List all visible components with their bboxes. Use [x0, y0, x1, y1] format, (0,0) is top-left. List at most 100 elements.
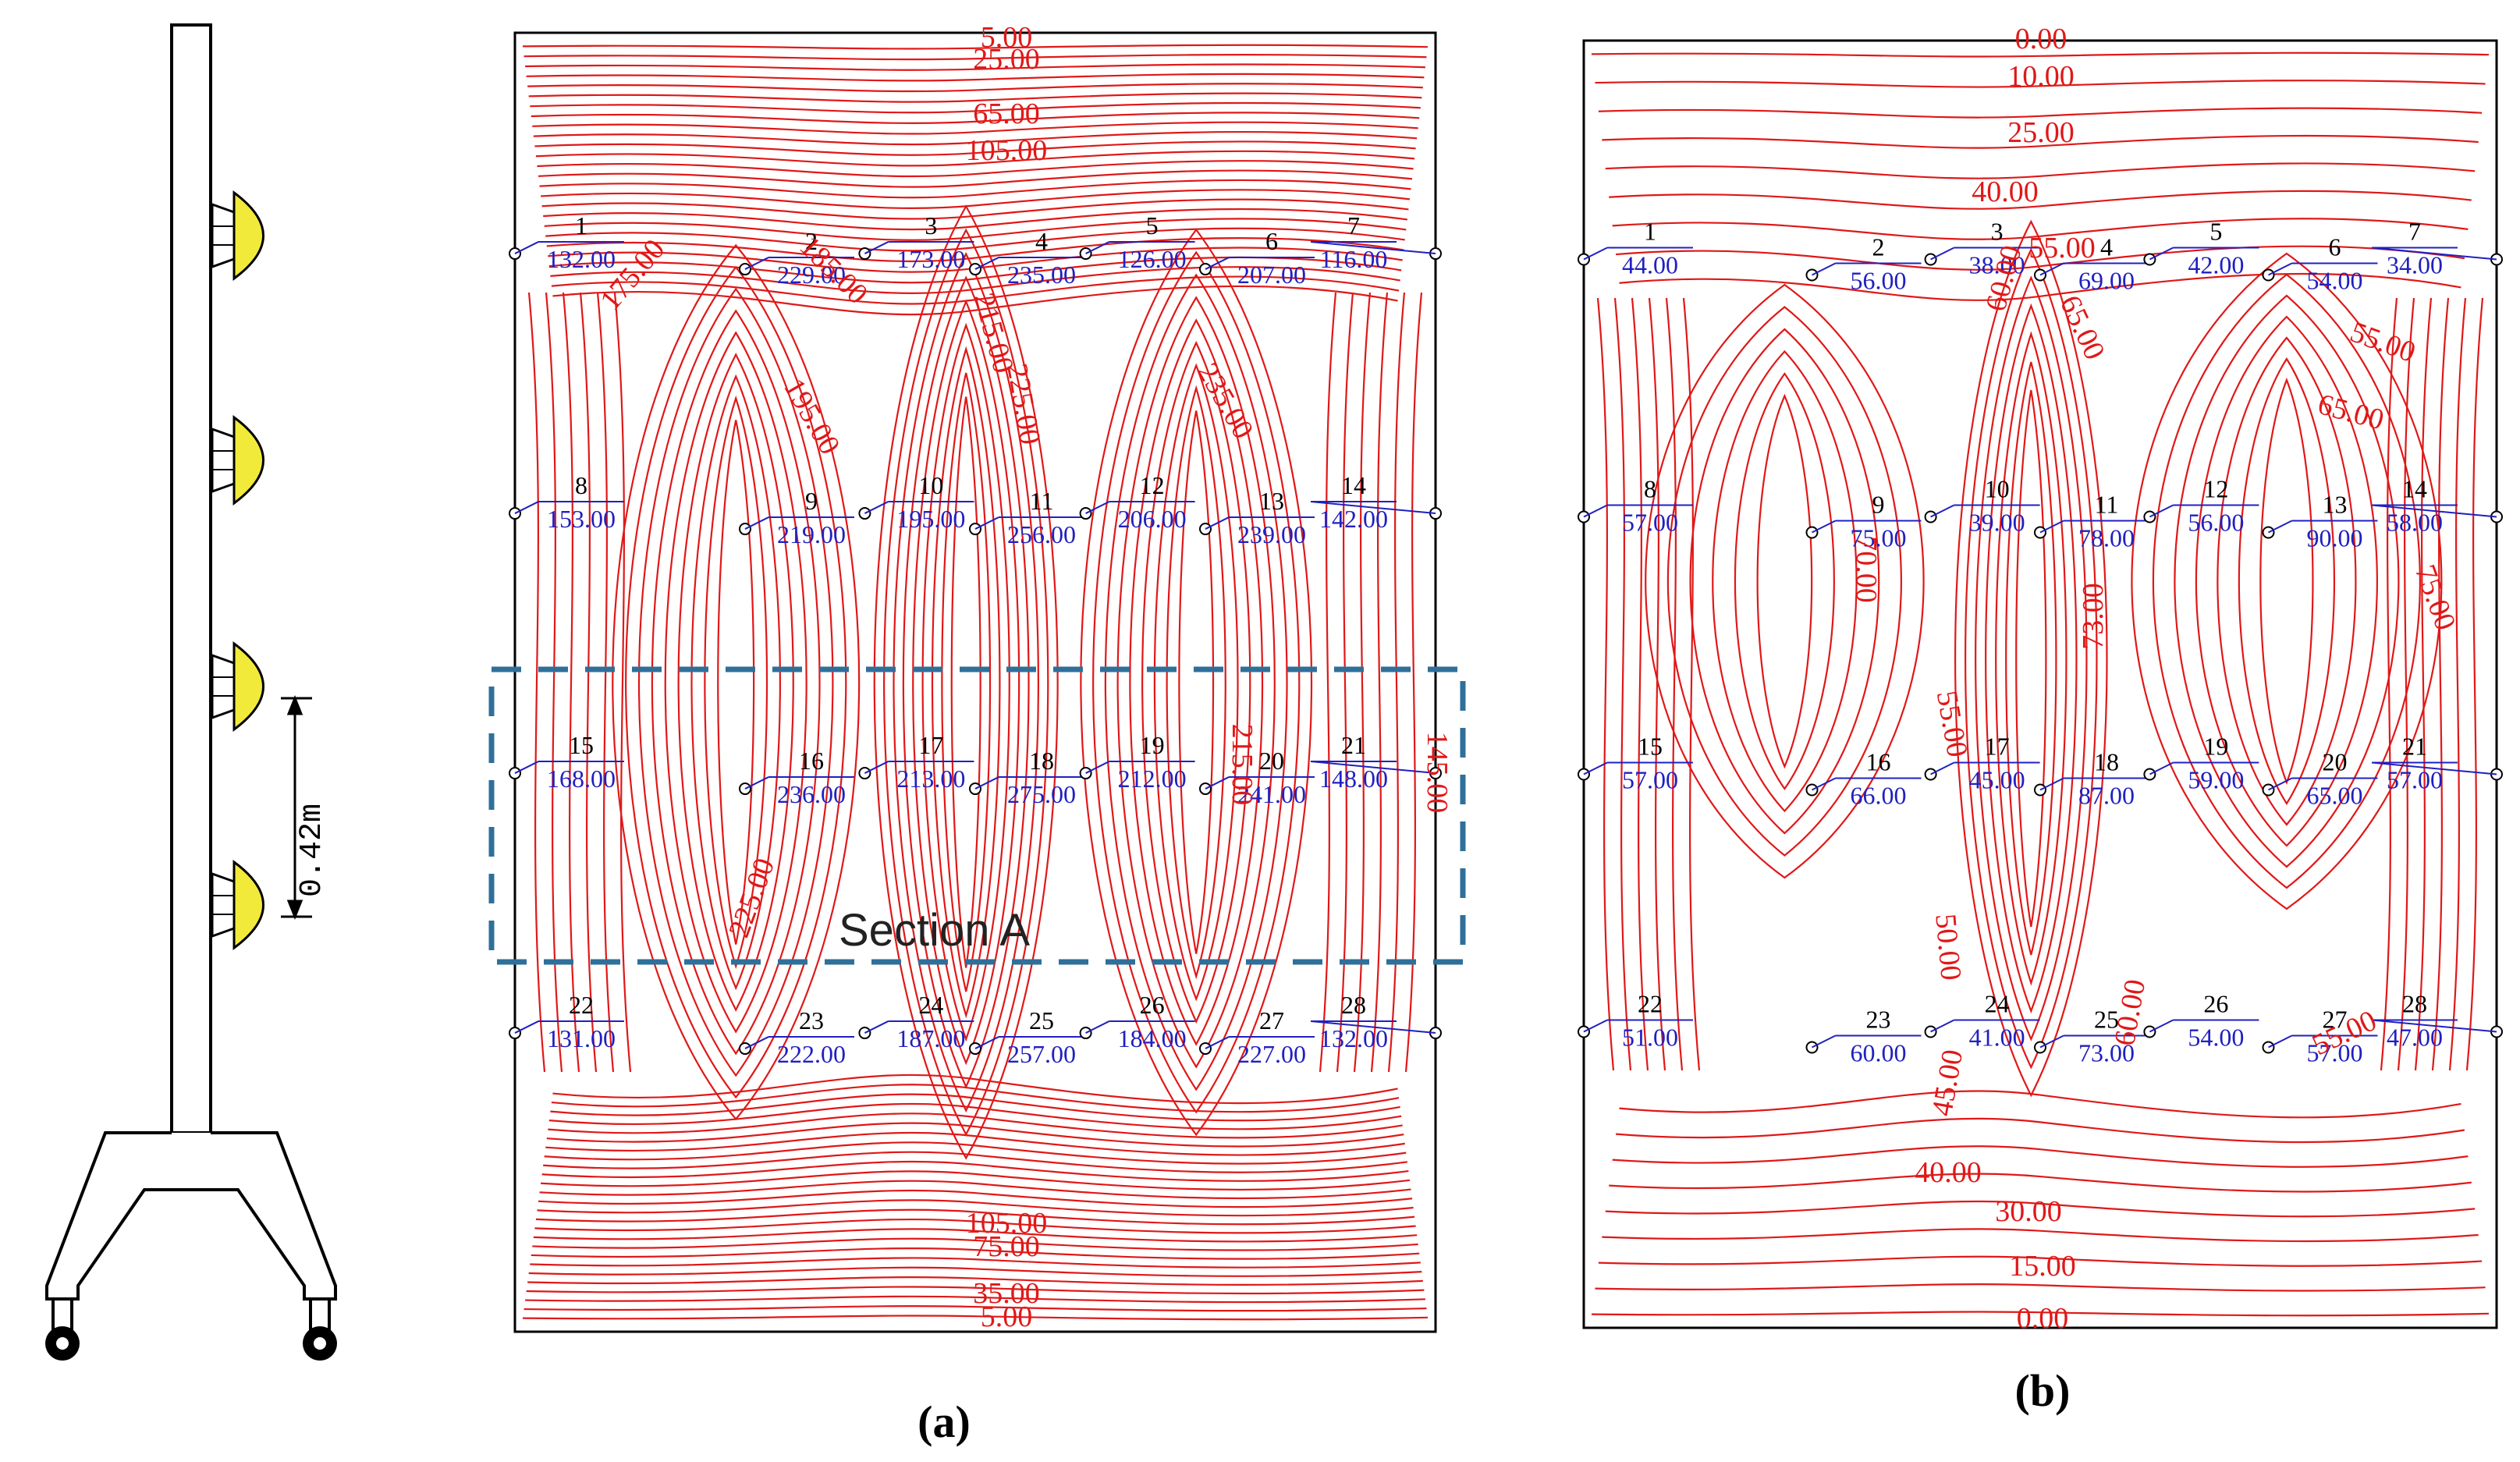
contour-line: [2238, 357, 2335, 806]
wheel-left: [45, 1297, 80, 1361]
contour-line: [2414, 297, 2433, 1071]
contour-label: 75.00: [973, 1230, 1040, 1263]
contour-line: [562, 292, 580, 1073]
contour-line: [883, 228, 1049, 1137]
lamp-1: [211, 190, 264, 281]
measurement-point-12: 12 56.00: [2143, 475, 2259, 537]
contour-label: 70.00: [1850, 536, 1883, 603]
leader-line: [864, 761, 889, 774]
leader-line: [1205, 1036, 1230, 1049]
contour-line: [532, 1237, 1418, 1251]
contour-label: 75.00: [2408, 561, 2462, 635]
lamp-spacing-dimension: [281, 694, 312, 921]
leader-line: [864, 241, 889, 254]
contour-line: [550, 1093, 1400, 1122]
point-value: 75.00: [1851, 524, 1907, 552]
point-id: 26: [1140, 991, 1165, 1019]
contour-line: [2195, 315, 2378, 847]
contour-line: [717, 420, 755, 945]
lamp-2: [211, 415, 264, 506]
contour-line: [873, 204, 1059, 1160]
point-id: 12: [2203, 475, 2228, 503]
leader-line: [1310, 241, 1436, 255]
point-id: 11: [1030, 487, 1054, 515]
point-value: 56.00: [2188, 509, 2244, 537]
contour-line: [527, 83, 1423, 93]
point-id: 20: [1259, 747, 1284, 775]
leader-line: [1930, 1019, 1955, 1033]
contour-line: [1648, 297, 1666, 1071]
contour-line: [921, 322, 1010, 1042]
leader-line: [1583, 761, 1608, 775]
contour-label: 55.00: [2028, 232, 2096, 264]
point-value: 51.00: [1622, 1024, 1678, 1052]
stand-pole: [170, 23, 212, 1134]
leader-line: [1205, 776, 1230, 790]
contour-label: 195.00: [777, 373, 847, 460]
contour-line: [2259, 377, 2314, 786]
point-value: 41.00: [1969, 1024, 2025, 1052]
contour-line: [1141, 340, 1251, 1024]
leader-line: [514, 1020, 539, 1034]
contour-line: [1104, 273, 1288, 1091]
contour-line: [1404, 292, 1423, 1073]
contour-label: 73.00: [2077, 583, 2110, 650]
contour-line: [2005, 361, 2057, 956]
contour-line: [535, 150, 1415, 167]
leader-line: [1085, 501, 1110, 514]
contour-line: [546, 236, 1404, 263]
point-value: 65.00: [2307, 782, 2363, 810]
contour-line: [526, 73, 1425, 82]
point-id: 28: [2402, 990, 2427, 1018]
point-value: 126.00: [1118, 245, 1187, 273]
contour-label: 215.00: [1226, 724, 1258, 806]
point-id: 10: [1985, 475, 2010, 503]
contour-line: [1665, 297, 1684, 1071]
contour-label: 40.00: [1972, 176, 2039, 208]
point-value: 131.00: [547, 1024, 616, 1052]
contour-label: 225.00: [1000, 361, 1047, 447]
contour-line: [1336, 292, 1354, 1073]
point-id: 21: [2402, 733, 2427, 761]
point-id: 16: [799, 747, 824, 775]
contour-line: [1596, 297, 1615, 1071]
point-id: 24: [918, 991, 943, 1019]
point-id: 22: [1638, 990, 1663, 1018]
point-value: 168.00: [547, 765, 616, 793]
point-value: 56.00: [1851, 267, 1907, 295]
contour-line: [534, 140, 1416, 156]
leader-line: [2149, 247, 2174, 261]
leader-line: [1205, 257, 1230, 270]
leader-line: [2149, 504, 2174, 518]
plot-b-contours: [1591, 51, 2490, 1317]
leader-line: [2039, 262, 2064, 276]
point-id: 4: [2100, 233, 2113, 261]
point-id: 17: [918, 731, 943, 759]
contour-line: [539, 179, 1411, 199]
contour-line: [527, 292, 546, 1073]
contour-line: [612, 243, 861, 1121]
wheel-right: [303, 1297, 337, 1361]
contour-label: 215.00: [967, 289, 1020, 377]
point-value: 206.00: [1118, 505, 1187, 533]
point-value: 87.00: [2078, 782, 2135, 810]
measurement-point-22: 22 51.00: [1578, 990, 1693, 1052]
stand-base: [45, 1131, 337, 1301]
lamp-spacing-label: 0.42m: [295, 804, 330, 897]
leader-line: [1085, 761, 1110, 774]
point-value: 69.00: [2078, 267, 2135, 295]
plot-a-contours: [522, 44, 1429, 1321]
